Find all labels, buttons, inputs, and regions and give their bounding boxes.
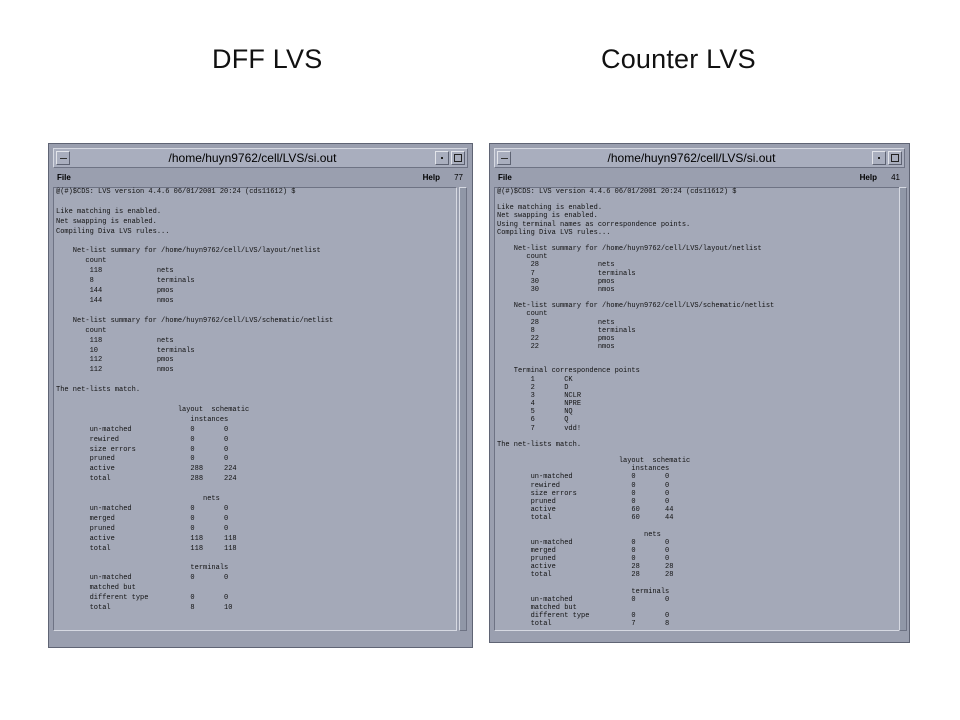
window-title: /home/huyn9762/cell/LVS/si.out: [607, 151, 776, 165]
window-dff-lvs: /home/huyn9762/cell/LVS/si.out File Help…: [48, 143, 473, 648]
menu-file[interactable]: File: [498, 173, 512, 182]
lvs-output-text: @(#)$CDS: LVS version 4.4.6 06/01/2001 2…: [56, 188, 334, 613]
window-menu-icon[interactable]: [497, 151, 511, 165]
menu-bar: File Help 77: [53, 170, 468, 186]
menu-help[interactable]: Help: [859, 173, 877, 182]
text-area[interactable]: @(#)$CDS: LVS version 4.4.6 06/01/2001 2…: [494, 187, 900, 631]
window-counter-lvs: /home/huyn9762/cell/LVS/si.out File Help…: [489, 143, 910, 643]
maximize-icon[interactable]: [451, 151, 465, 165]
window-menu-icon[interactable]: [56, 151, 70, 165]
text-area[interactable]: @(#)$CDS: LVS version 4.4.6 06/01/2001 2…: [53, 187, 457, 631]
menu-bar: File Help 41: [494, 170, 905, 186]
line-count: 41: [891, 173, 900, 182]
line-count: 77: [454, 173, 463, 182]
heading-dff-lvs: DFF LVS: [212, 44, 323, 74]
maximize-icon[interactable]: [888, 151, 902, 165]
lvs-output-text: @(#)$CDS: LVS version 4.4.6 06/01/2001 2…: [497, 188, 775, 629]
minimize-icon[interactable]: [872, 151, 886, 165]
title-bar[interactable]: /home/huyn9762/cell/LVS/si.out: [494, 148, 905, 168]
menu-help[interactable]: Help: [422, 173, 440, 182]
window-title: /home/huyn9762/cell/LVS/si.out: [168, 151, 337, 165]
scrollbar[interactable]: [899, 187, 907, 631]
scrollbar[interactable]: [459, 187, 467, 631]
heading-counter-lvs: Counter LVS: [601, 44, 756, 74]
menu-file[interactable]: File: [57, 173, 71, 182]
minimize-icon[interactable]: [435, 151, 449, 165]
title-bar[interactable]: /home/huyn9762/cell/LVS/si.out: [53, 148, 468, 168]
